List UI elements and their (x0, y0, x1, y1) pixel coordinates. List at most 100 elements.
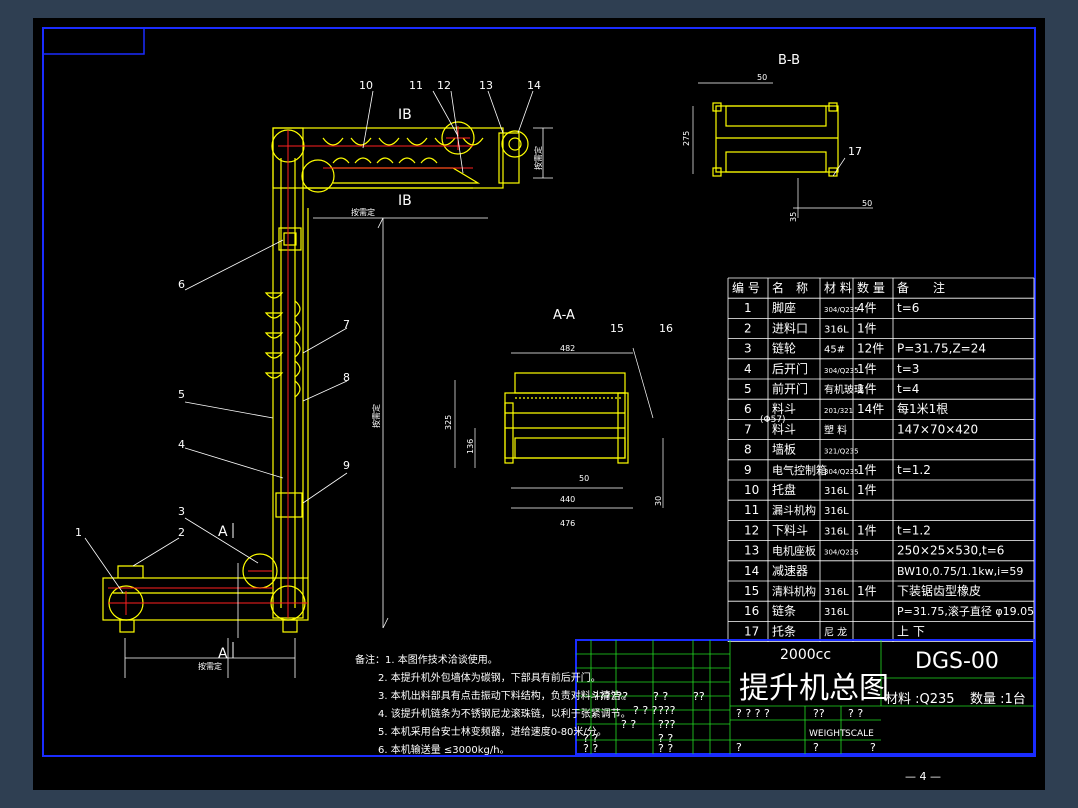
bb-title: B-B (778, 53, 800, 68)
bom-cell: BW10,0.75/1.1kw,i=59 (897, 565, 1023, 578)
title-material: 材料 :Q235 (885, 692, 955, 707)
bom-cell: 304/Q235 (824, 468, 859, 476)
title-block-mark: ??? (658, 704, 676, 717)
bb-dimension-lines (692, 82, 873, 218)
title-q1: ? ? ? ? (736, 707, 770, 720)
bom-cell: 清料机构 (772, 584, 816, 598)
bom-cell: 250×25×530,t=6 (897, 544, 1004, 558)
bom-cell: 1 (744, 301, 752, 315)
bom-cell: 电气控制箱 (772, 463, 827, 477)
aa-dim-476: 476 (560, 519, 575, 528)
bom-cell: 12件 (857, 342, 884, 356)
title-q6: ? (870, 741, 876, 754)
callout-14: 14 (527, 79, 541, 92)
dim-by-customer-right: 按需定 (533, 146, 543, 170)
bom-cell: 链条 (772, 603, 796, 618)
title-block-mark: ? ? (653, 690, 668, 703)
bom-cell: 304/Q235 (824, 367, 859, 375)
callout-2: 2 (178, 526, 185, 539)
bom-cell: 14件 (857, 402, 884, 416)
bom-cell: 2 (744, 321, 752, 335)
bom-cell: 电机座板 (772, 544, 816, 558)
bom-cell: 1件 (857, 463, 877, 477)
bom-cell: 5 (744, 382, 752, 396)
title-block-mark: ??? (658, 718, 676, 731)
bom-cell: 321/Q235 (824, 448, 859, 456)
callout-6: 6 (178, 278, 185, 291)
bom-table-grid (727, 277, 1035, 642)
drawing-number: DGS-00 (915, 649, 999, 674)
bom-cell: 45# (824, 345, 845, 356)
bb-section-view (712, 102, 839, 177)
bom-cell: 墙板 (772, 443, 796, 457)
note-5: 5. 本机采用台安士林变频器，进给速度0-80米/分。 (378, 725, 607, 738)
bb-dim-50-top: 50 (757, 73, 767, 82)
title-q2: ?? (813, 707, 825, 720)
bom-cell: 塑 料 (824, 423, 847, 436)
title-q3: ? ? (848, 707, 863, 720)
bom-cell: 下装锯齿型橡皮 (897, 583, 981, 598)
callout-9: 9 (343, 459, 350, 472)
callout-15: 15 (610, 322, 624, 335)
bom-cell: 每1米1根 (897, 401, 948, 416)
bom-cell: 15 (744, 584, 759, 598)
bom-cell: 316L (824, 324, 849, 335)
callout-8: 8 (343, 371, 350, 384)
callout-7: 7 (343, 318, 350, 331)
callout-5: 5 (178, 388, 185, 401)
title-q5: ? (813, 741, 819, 754)
bom-cell: 316L (824, 506, 849, 517)
main-dimensions (124, 127, 553, 678)
title-q4: ? (736, 741, 742, 754)
bom-cell: t=4 (897, 382, 919, 396)
corner-tag-box (42, 27, 145, 55)
cad-drawing: 1 2 3 4 5 6 7 8 9 10 11 12 13 14 15 16 1… (42, 27, 1036, 783)
dim-by-customer-v: 按需定 (371, 404, 381, 428)
bom-header-3: 数 量 (857, 280, 885, 295)
bom-cell: 316L (824, 587, 849, 598)
title-block-mark: ? ? ? (633, 704, 658, 717)
callout-1: 1 (75, 526, 82, 539)
chain-centerlines (108, 126, 473, 618)
title-block: 2000cc 提升机总图 DGS-00 材料 :Q235 数量 :1台 WEIG… (575, 639, 1035, 755)
bom-cell: 下料斗 (772, 523, 808, 537)
aa-section-view (504, 372, 629, 464)
title-block-mark: ?? (693, 690, 705, 703)
bom-cell: 17 (744, 624, 759, 638)
title-block-mark: ? ? (658, 742, 673, 755)
bom-header-1: 名 称 (772, 280, 808, 295)
callout-4: 4 (178, 438, 185, 451)
bom-overlap-note: (Φ57) (760, 415, 786, 425)
bom-cell: 料斗 (772, 402, 796, 416)
callout-17: 17 (848, 145, 862, 158)
bom-cell: 1件 (857, 362, 877, 376)
page-number: — 4 — (905, 770, 941, 783)
bom-cell: t=3 (897, 362, 919, 376)
bom-cell: 9 (744, 463, 752, 477)
aa-dim-482: 482 (560, 344, 575, 353)
aa-dim-136: 136 (466, 439, 475, 454)
bom-cell: 上 下 (897, 624, 925, 638)
title-block-mark: ? ? (583, 742, 598, 755)
title-block-marks: ??????? ???? ? ????? ????? ?? ?? ?? ? (583, 690, 705, 755)
bom-cell: P=31.75,滚子直径 φ19.05 (897, 604, 1034, 618)
bom-cell: 1件 (857, 584, 877, 598)
dim-by-customer-h: 按需定 (351, 207, 375, 217)
bom-cell: 托条 (772, 624, 796, 638)
title-weight: WEIGHT (809, 729, 846, 739)
bom-cell: 304/Q235 (824, 549, 859, 557)
title-quantity: 数量 :1台 (970, 692, 1026, 707)
callout-leaders (84, 90, 534, 594)
callout-12: 12 (437, 79, 451, 92)
section-ib-bottom: IB (398, 193, 412, 209)
dim-by-customer-bottom: 按需定 (198, 661, 222, 671)
bom-cell: 链轮 (772, 341, 796, 356)
note-4: 4. 该提升机链条为不锈钢尼龙滚珠链，以利于张紧调节。 (378, 707, 631, 720)
bb-dim-35: 35 (789, 212, 798, 222)
drawing-canvas: 1 2 3 4 5 6 7 8 9 10 11 12 13 14 15 16 1… (33, 18, 1045, 790)
bom-cell: 10 (744, 483, 759, 497)
bom-cell: t=1.2 (897, 463, 931, 477)
title-main: 提升机总图 (739, 671, 889, 706)
callout-3: 3 (178, 505, 185, 518)
